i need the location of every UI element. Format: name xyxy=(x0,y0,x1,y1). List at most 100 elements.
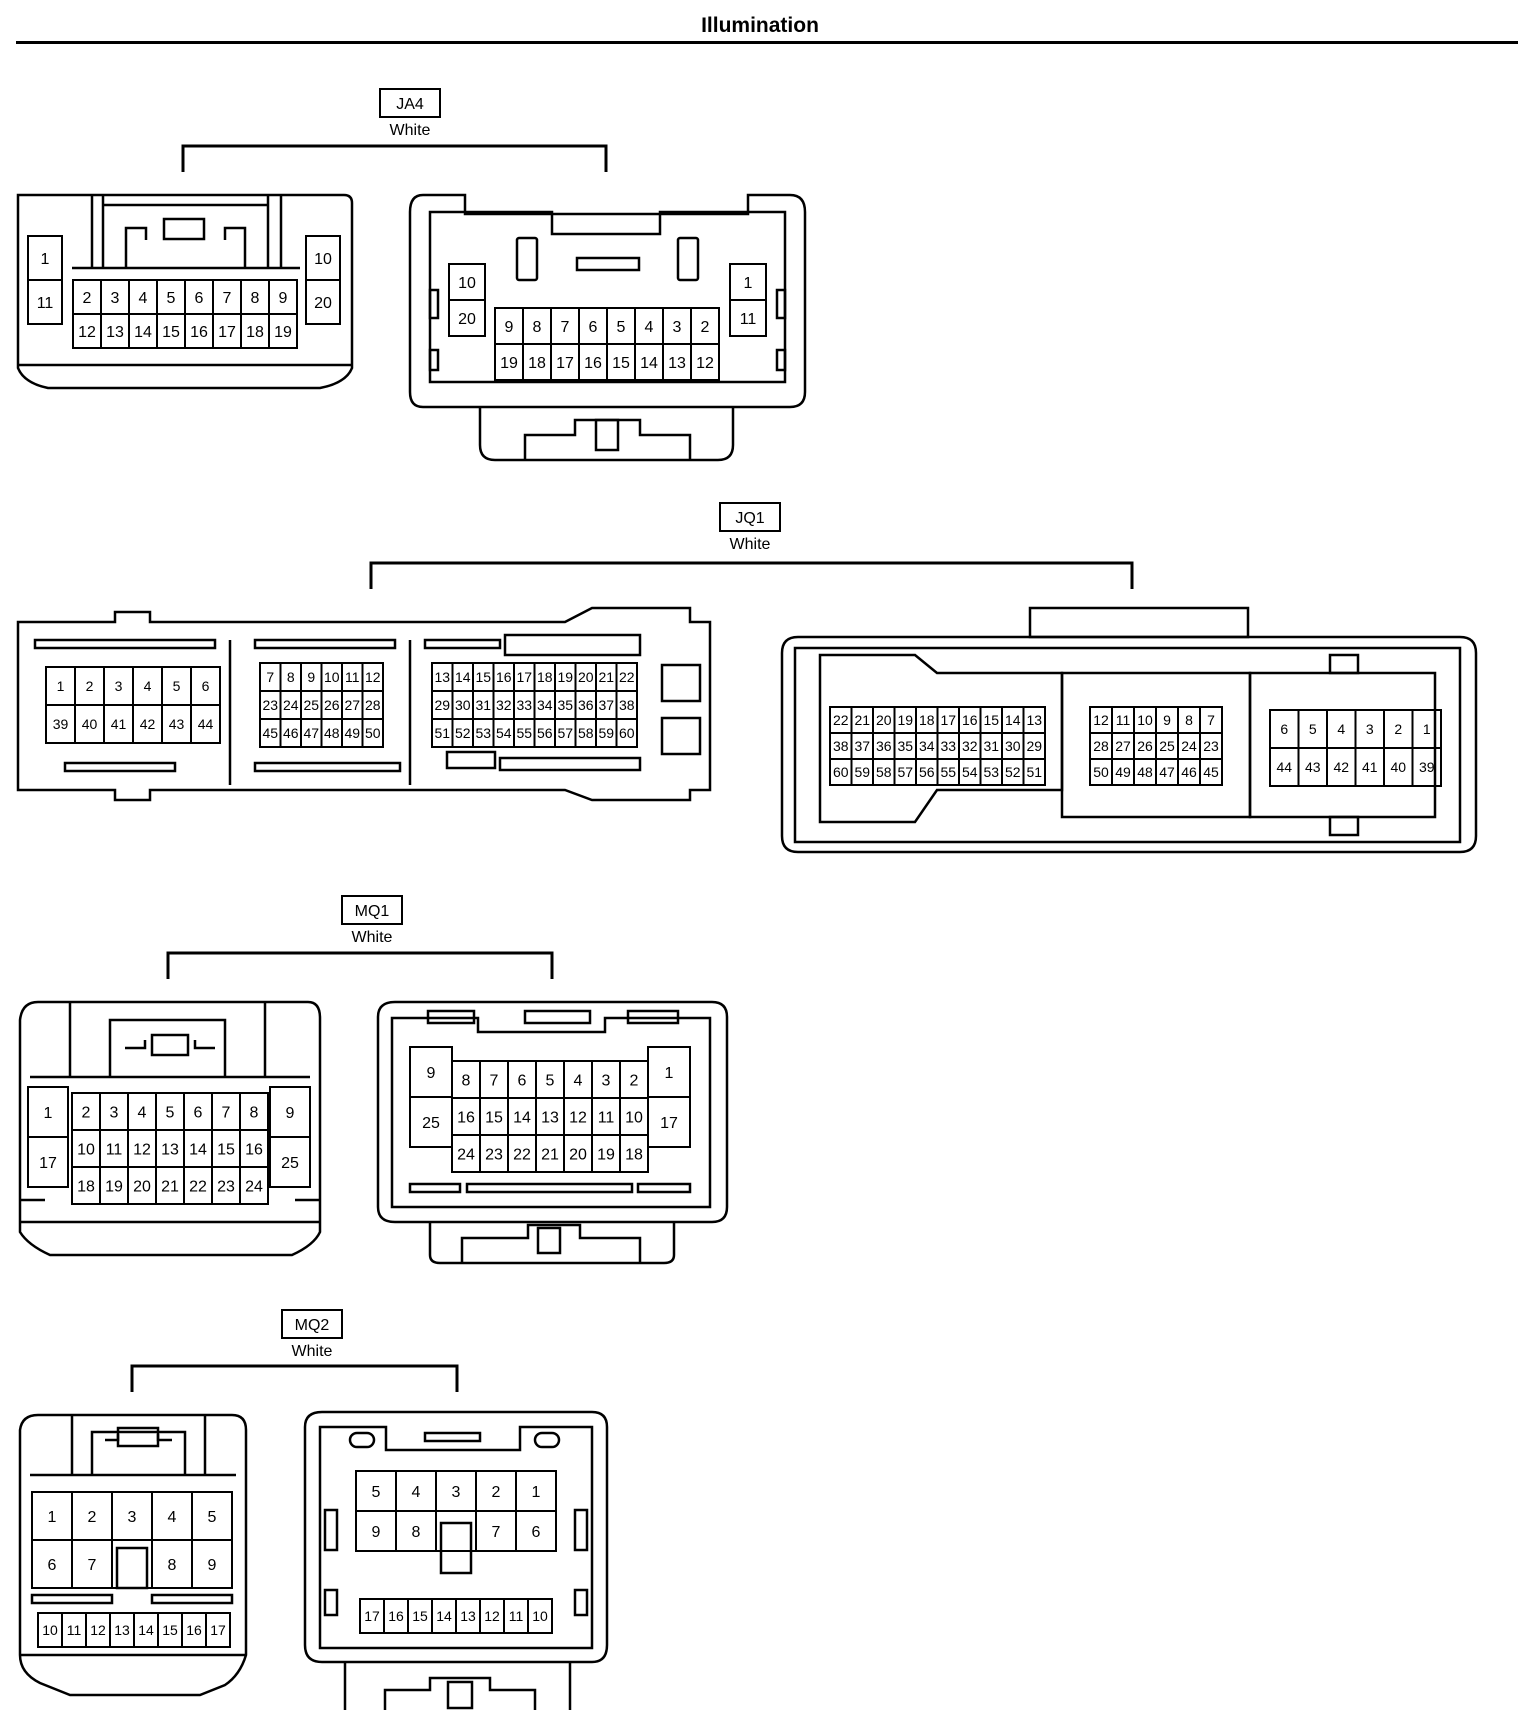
pin-number: 58 xyxy=(876,764,892,780)
pin-number: 55 xyxy=(516,725,532,741)
latch-feature xyxy=(626,1009,680,1025)
connector-id: MQ1 xyxy=(355,903,390,920)
housing-outline xyxy=(20,1198,320,1224)
side-rib xyxy=(428,288,440,320)
connector-id: JA4 xyxy=(396,96,424,113)
pin-number: 34 xyxy=(919,738,935,754)
pin-number: 1 xyxy=(1423,721,1431,737)
pin-number: 45 xyxy=(1203,764,1219,780)
pin-number: 18 xyxy=(246,324,264,341)
latch-feature xyxy=(1328,653,1360,675)
side-rib xyxy=(775,348,787,372)
pin-number: 14 xyxy=(134,324,152,341)
pin-cell xyxy=(205,1612,231,1648)
pin-number: 6 xyxy=(589,319,598,336)
pin-number: 37 xyxy=(854,738,870,754)
pin-number: 28 xyxy=(365,697,381,713)
pin-number: 37 xyxy=(598,697,614,713)
housing-outline xyxy=(16,193,354,390)
pin-number: 20 xyxy=(569,1147,587,1164)
pin-number: 15 xyxy=(612,355,630,372)
pin-number: 3 xyxy=(115,678,123,694)
pin-number: 6 xyxy=(202,678,210,694)
pin-number: 18 xyxy=(537,669,553,685)
pin-number: 54 xyxy=(962,764,978,780)
pin-number: 19 xyxy=(274,324,292,341)
pin-number: 49 xyxy=(1115,764,1131,780)
pin-number: 25 xyxy=(422,1115,440,1132)
pin-number: 4 xyxy=(412,1484,421,1501)
housing-outline xyxy=(428,1222,676,1265)
latch-feature xyxy=(408,1182,462,1194)
pin-number: 26 xyxy=(1137,738,1153,754)
pin-number: 19 xyxy=(500,355,518,372)
pin-number: 23 xyxy=(485,1147,503,1164)
latch-slot xyxy=(445,750,497,770)
oval-hole xyxy=(348,1431,376,1449)
pin-number: 19 xyxy=(105,1179,123,1196)
pin-number: 1 xyxy=(665,1065,674,1082)
latch-slot xyxy=(503,633,642,657)
housing-outline xyxy=(318,1425,594,1650)
pin-number: 3 xyxy=(128,1509,137,1526)
pin-cell xyxy=(729,299,767,337)
pin-number: 13 xyxy=(460,1608,476,1624)
latch-feature xyxy=(465,1182,634,1194)
pin-cell xyxy=(305,279,341,325)
pin-number: 9 xyxy=(1163,712,1171,728)
pin-number: 52 xyxy=(455,725,471,741)
housing-outline xyxy=(16,606,712,802)
latch-feature xyxy=(636,1182,692,1194)
pin-number: 23 xyxy=(217,1179,235,1196)
connector-bracket xyxy=(181,144,608,172)
pin-number: 10 xyxy=(1137,712,1153,728)
pin-number: 14 xyxy=(138,1622,154,1638)
pin-number: 26 xyxy=(324,697,340,713)
pin-number: 51 xyxy=(1026,764,1042,780)
pin-number: 53 xyxy=(475,725,491,741)
pin-number: 14 xyxy=(455,669,471,685)
pin-cell xyxy=(690,343,720,381)
pin-number: 20 xyxy=(458,311,476,328)
pin-number: 22 xyxy=(619,669,635,685)
pin-cell xyxy=(1411,747,1442,787)
pin-number: 10 xyxy=(625,1110,643,1127)
pin-number: 2 xyxy=(701,319,710,336)
pin-number: 9 xyxy=(286,1105,295,1122)
pin-number: 4 xyxy=(645,319,654,336)
pin-cell xyxy=(190,704,221,744)
pin-number: 12 xyxy=(696,355,714,372)
pin-number: 17 xyxy=(210,1622,226,1638)
pin-number: 57 xyxy=(557,725,573,741)
pin-number: 12 xyxy=(484,1608,500,1624)
pin-number: 44 xyxy=(1276,759,1292,775)
pin-number: 19 xyxy=(597,1147,615,1164)
pin-number: 8 xyxy=(533,319,542,336)
pin-number: 8 xyxy=(168,1557,177,1574)
latch-feature xyxy=(116,1426,160,1448)
housing-outline xyxy=(523,418,692,460)
pin-number: 18 xyxy=(77,1179,95,1196)
pin-number: 17 xyxy=(39,1155,57,1172)
pin-number: 17 xyxy=(218,324,236,341)
pin-number: 42 xyxy=(1333,759,1349,775)
latch-feature xyxy=(594,418,620,452)
connector-color: White xyxy=(390,122,431,139)
pin-number: 35 xyxy=(897,738,913,754)
housing-outline xyxy=(1248,671,1437,819)
pin-number: 5 xyxy=(1309,721,1317,737)
connector-color: White xyxy=(730,536,771,553)
housing-outline xyxy=(428,210,787,384)
pin-number: 5 xyxy=(208,1509,217,1526)
housing-outline xyxy=(68,1002,267,1077)
pin-cell xyxy=(515,1510,557,1552)
pin-number: 6 xyxy=(532,1524,541,1541)
connector-id-box xyxy=(719,502,781,532)
pin-number: 8 xyxy=(1185,712,1193,728)
pin-number: 7 xyxy=(492,1524,501,1541)
pin-number: 11 xyxy=(37,295,54,312)
pin-number: 2 xyxy=(492,1484,501,1501)
housing-outline xyxy=(343,1662,572,1710)
